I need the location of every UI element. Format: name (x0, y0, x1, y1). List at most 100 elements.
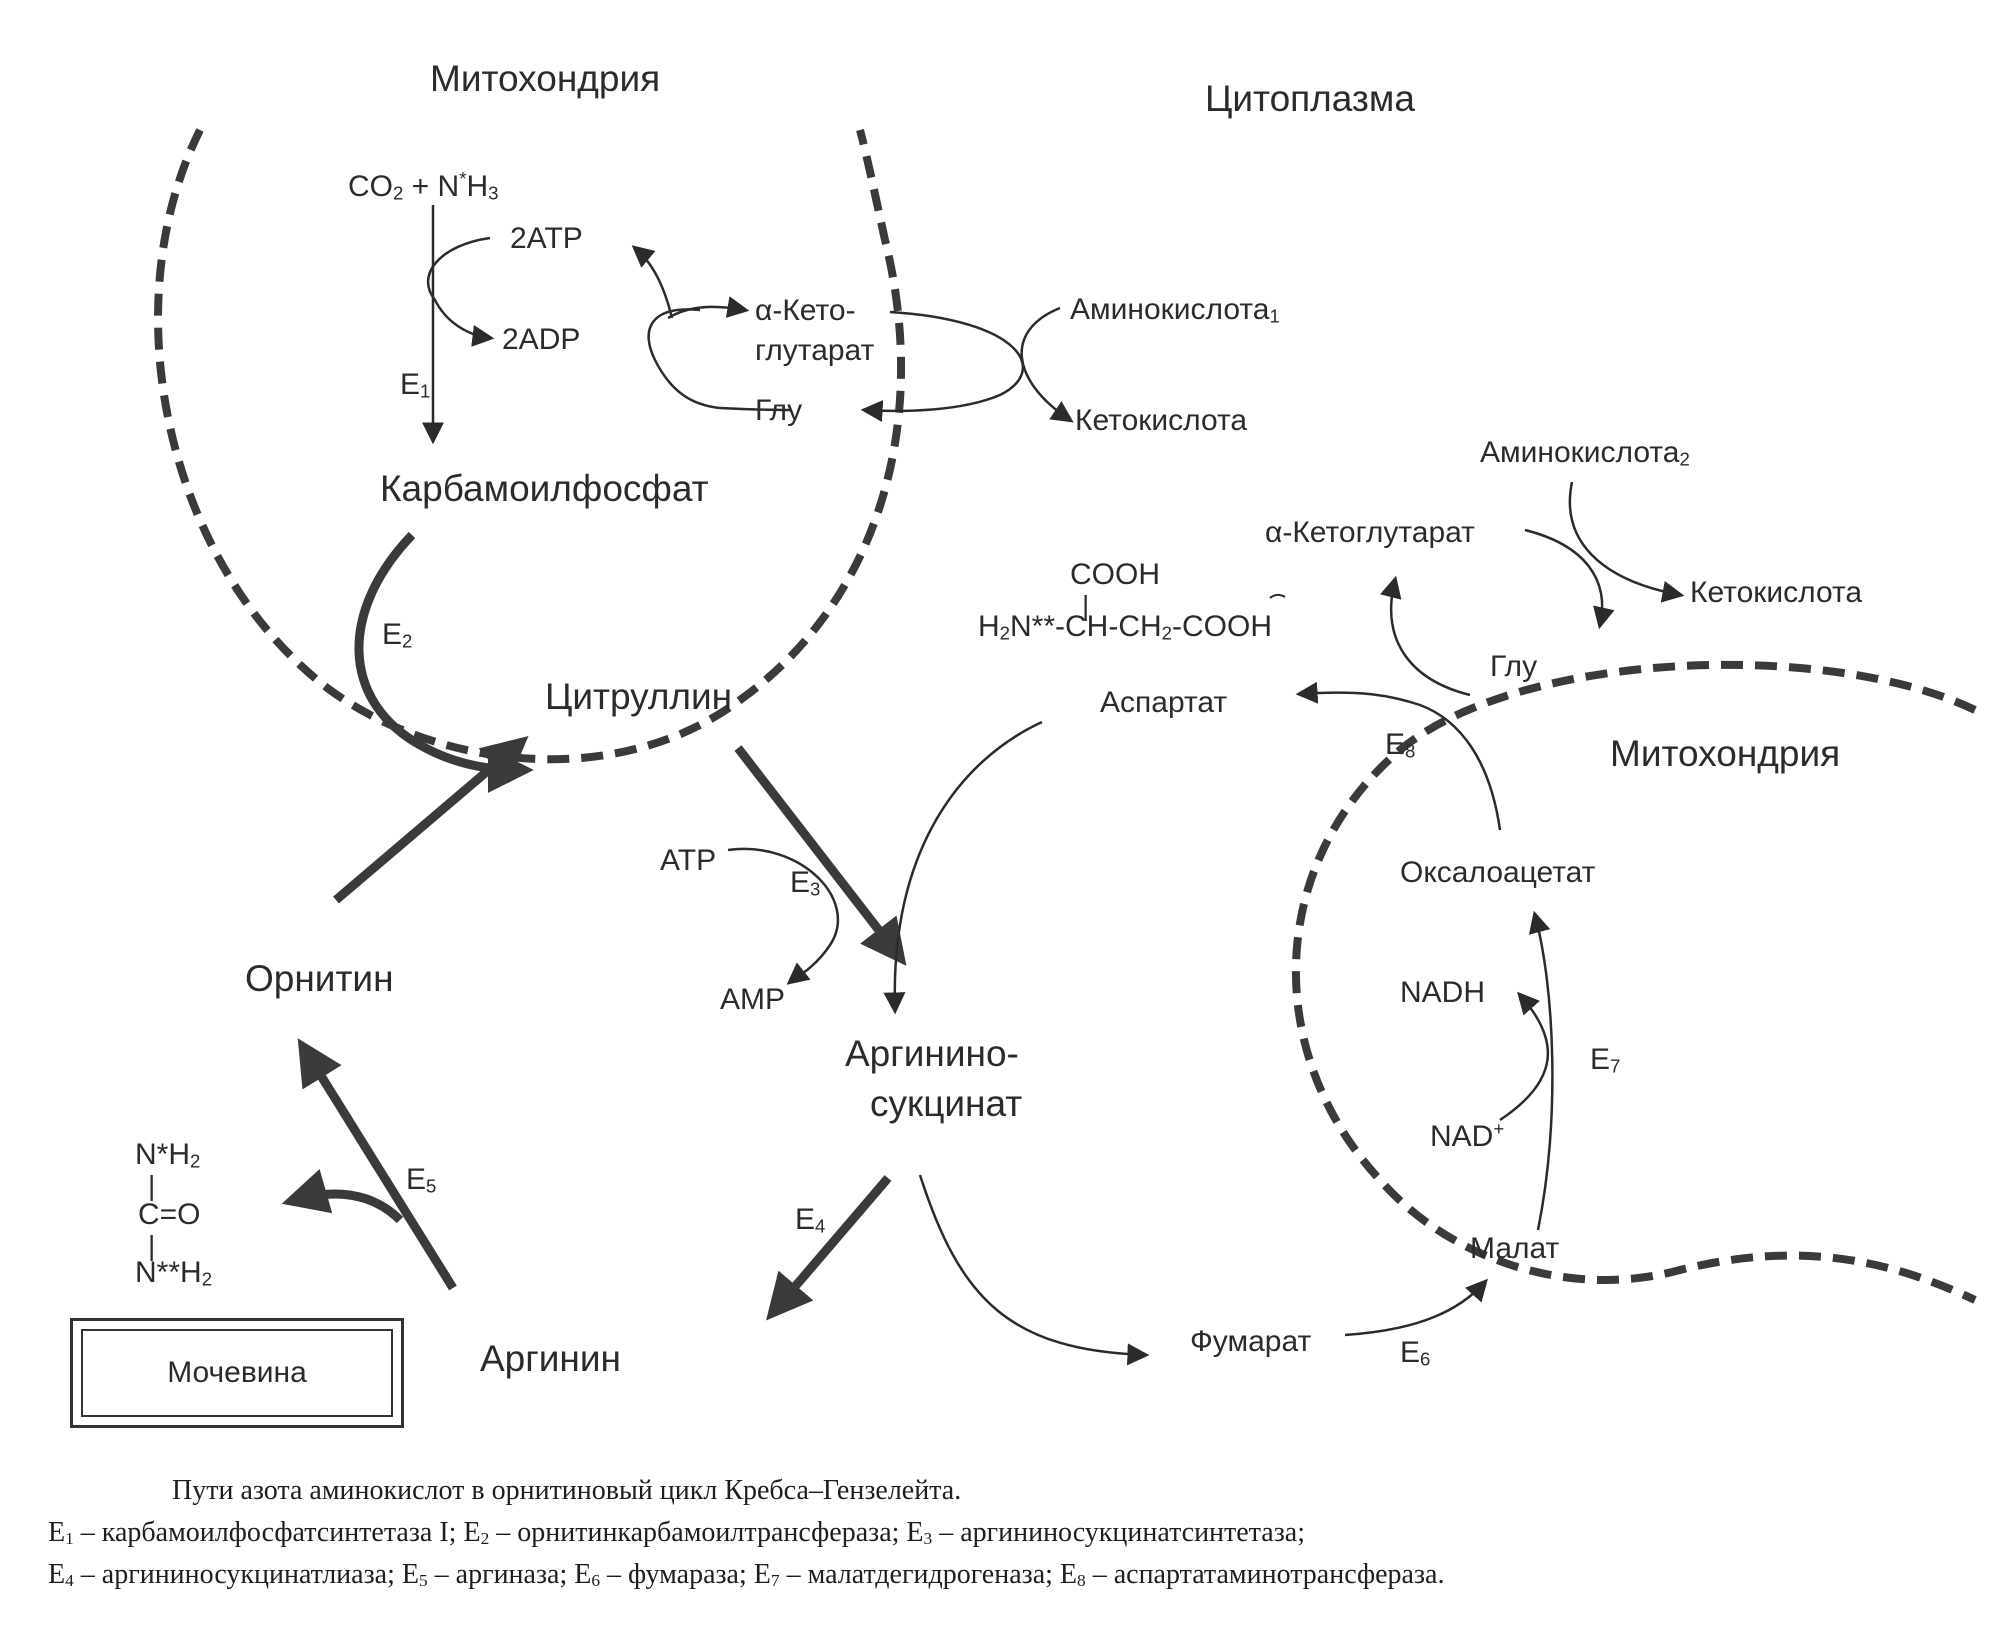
cap-e6: E (574, 1559, 592, 1590)
arrow-e6 (1344, 1278, 1488, 1337)
caption-title: Пути азота аминокислот в орнитиновый цик… (172, 1475, 962, 1506)
label-citrulline: Цитруллин (545, 676, 733, 717)
co2-sub: 2 (393, 182, 404, 204)
cap-e7: E (753, 1559, 771, 1590)
arrow-e8-oxaloacetate-up (1295, 681, 1502, 831)
arrow-e2 (354, 531, 534, 793)
label-e6: E6 (1400, 1338, 1430, 1369)
label-carbamoyl-phosphate: Карбамоилфосфат (380, 468, 709, 509)
aminoacid2-text: Аминокислота (1480, 436, 1680, 469)
label-glu-right: Глу (1490, 650, 1538, 683)
cap-e2-text: – орнитинкарбамоилтрансфераза; (489, 1517, 907, 1548)
aspartate-bond: | (1082, 590, 1090, 621)
e3-sub: 3 (810, 878, 821, 900)
arrow-aminoacid2-to-ketoacid2 (1568, 481, 1685, 603)
cap-e7-text: – малатдегидрогеназа; (779, 1559, 1060, 1590)
label-aminoacid1: Аминокислота1 (1070, 295, 1280, 326)
cap-e3-sub: 3 (923, 1529, 933, 1549)
label-akg-right: α-Кетоглутарат (1265, 516, 1475, 549)
cap-e3: E (906, 1517, 924, 1548)
label-ornithine: Орнитин (245, 958, 394, 999)
label-glu-left: Глу (755, 394, 803, 427)
e2-sub: 2 (402, 630, 413, 652)
co2-text: CO (348, 170, 393, 204)
e7-sub: 7 (1610, 1055, 1621, 1077)
label-nad: NAD+ (1430, 1118, 1505, 1154)
urea-box-inner: Мочевина (81, 1329, 393, 1417)
e2-letter: E (382, 618, 403, 651)
cap-e8: E (1059, 1559, 1078, 1590)
urea-n1-text: N*H (135, 1138, 191, 1171)
arrow-akg-to-glu-ellipse (860, 310, 1025, 422)
e5-sub: 5 (426, 1175, 437, 1197)
label-cytoplasm: Цитоплазма (1205, 78, 1415, 119)
arrow-nad-to-nadh (1499, 991, 1550, 1122)
label-malate: Малат (1470, 1232, 1560, 1265)
ellipse-bottom-left (719, 406, 791, 412)
label-ketoacid2: Кетокислота (1690, 576, 1863, 609)
label-akg-line2: глутарат (755, 334, 875, 367)
e6-letter: E (1400, 1336, 1421, 1369)
arrow-glu-to-akg-right (1380, 575, 1471, 697)
h2n-h: H (978, 610, 1000, 643)
label-e3: E3 (790, 868, 820, 899)
urea-n2-text: N**H (135, 1256, 202, 1289)
aminoacid2-sub: 2 (1679, 448, 1690, 470)
e8-sub: 8 (1405, 740, 1416, 762)
formula-accent (1269, 593, 1286, 599)
label-fumarate: Фумарат (1190, 1325, 1312, 1358)
h3-sub: 3 (488, 182, 499, 204)
label-aminoacid2: Аминокислота2 (1480, 438, 1690, 469)
urea-n1-sub: 2 (190, 1150, 201, 1172)
label-2atp: 2ATP (510, 222, 583, 255)
label-e2: E2 (382, 620, 412, 651)
cap-e6-text: – фумараза; (600, 1559, 754, 1590)
cap-e1-sub: 1 (65, 1529, 74, 1549)
cap-e5: E (401, 1559, 419, 1590)
urea-n2: N**H2 (135, 1258, 212, 1289)
aminoacid1-sub: 1 (1269, 305, 1280, 327)
e5-letter: E (406, 1163, 427, 1196)
label-amp: AMP (720, 983, 786, 1016)
cap-e2-sub: 2 (480, 1529, 490, 1549)
label-mitochondria-right: Митохондрия (1610, 733, 1841, 774)
aspartate-formula-line: H2N**-CH-CH2-COOH (978, 612, 1272, 643)
arrow-e7 (1528, 910, 1554, 1231)
arrow-e5 (297, 1038, 457, 1291)
e7-letter: E (1590, 1043, 1611, 1076)
arrow-e4 (766, 1175, 892, 1321)
cap-e1: E (48, 1517, 66, 1548)
label-e1: E1 (400, 370, 430, 401)
mitochondria-left-membrane (154, 128, 906, 764)
label-atp: ATP (660, 844, 717, 877)
cap-e8-sub: 8 (1077, 1571, 1086, 1591)
arrow-argininosuccinate-to-fumarate (918, 1174, 1150, 1366)
urea-box: Мочевина (70, 1318, 404, 1428)
nad-sup: + (1493, 1118, 1505, 1139)
label-urea: Мочевина (167, 1356, 307, 1389)
cap-e4-text: – аргининосукцинатлиаза; (73, 1559, 402, 1590)
aminoacid1-text: Аминокислота (1070, 293, 1270, 326)
cap-e3-text: – аргининосукцинатсинтетаза; (932, 1517, 1305, 1548)
caption-line-2: E4 – аргининосукцинатлиаза; E5 – аргиназ… (48, 1559, 1444, 1591)
n-star: * (459, 168, 467, 189)
arrow-aspartate-to-argininosuccinate (883, 720, 1043, 1015)
n-part: N**-CH-CH (1010, 610, 1162, 643)
aspartate-cooh: COOH (1070, 558, 1160, 591)
label-argininosuccinate-1: Аргинино- (845, 1033, 1019, 1074)
mitochondria-right-membrane (1291, 660, 1977, 1304)
urea-bond-1: | (148, 1170, 156, 1201)
e6-sub: 6 (1420, 1348, 1431, 1370)
e8-letter: E (1385, 728, 1406, 761)
label-argininosuccinate-2: сукцинат (870, 1083, 1023, 1124)
nad-text: NAD (1430, 1120, 1494, 1154)
cap-e4-sub: 4 (65, 1571, 74, 1591)
urea-bond-2: | (148, 1230, 156, 1261)
arrow-e3 (734, 745, 907, 966)
e3-letter: E (790, 866, 811, 899)
arrow-e5-to-urea (281, 1169, 404, 1224)
h2n-sub: 2 (999, 622, 1011, 644)
urea-c-o: C=O (138, 1198, 201, 1231)
